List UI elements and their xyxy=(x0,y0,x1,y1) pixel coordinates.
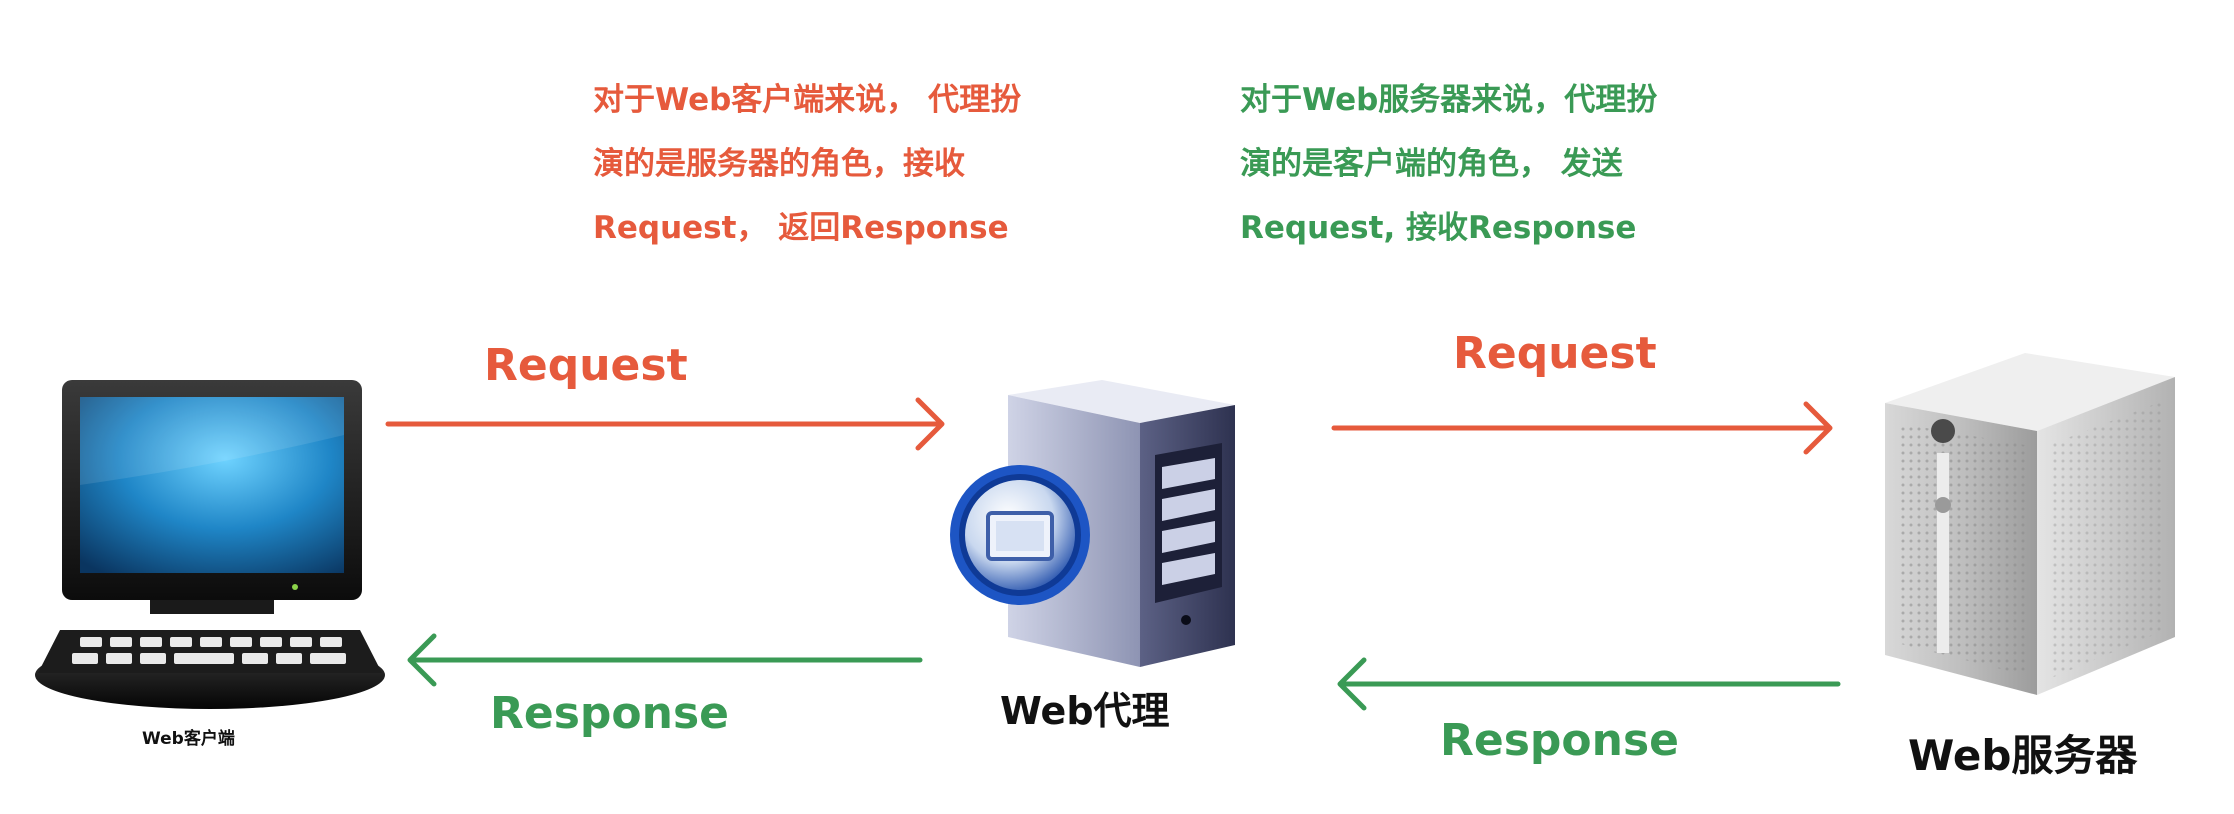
note-line: 演的是客户端的角色， 发送 xyxy=(1240,146,1623,182)
server-side-note: 对于Web服务器来说，代理扮 演的是客户端的角色， 发送 Request, 接收… xyxy=(1240,68,1657,260)
proxy-server-icon xyxy=(950,380,1235,667)
note-line: 演的是服务器的角色，接收 xyxy=(593,146,965,182)
note-line: Request， 返回Response xyxy=(593,210,1009,246)
arrow-proxy-to-server xyxy=(1331,401,1833,455)
note-line: 对于Web客户端来说， 代理扮 xyxy=(593,82,1022,118)
server-label: Web服务器 xyxy=(1908,731,2138,780)
client-label: Web客户端 xyxy=(142,729,235,749)
client-side-note: 对于Web客户端来说， 代理扮 演的是服务器的角色，接收 Request， 返回… xyxy=(593,68,1021,260)
arrow-proxy-to-client xyxy=(407,633,923,687)
proxy-label: Web代理 xyxy=(1000,689,1170,733)
request-label: Request xyxy=(1453,328,1657,379)
computer-monitor-icon xyxy=(35,380,385,709)
response-label: Response xyxy=(490,688,729,739)
response-label: Response xyxy=(1440,715,1679,766)
arrow-server-to-proxy xyxy=(1337,657,1841,711)
arrow-client-to-proxy xyxy=(385,397,945,451)
note-line: 对于Web服务器来说，代理扮 xyxy=(1240,82,1658,118)
server-tower-icon xyxy=(1885,353,2175,695)
note-line: Request, 接收Response xyxy=(1240,210,1637,246)
request-label: Request xyxy=(484,340,688,391)
